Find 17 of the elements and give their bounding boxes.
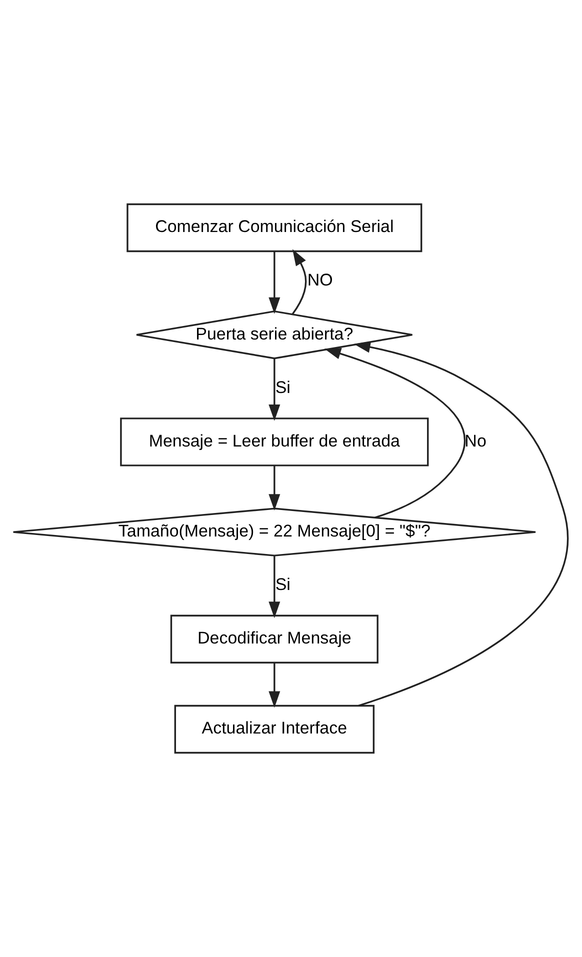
node-box: Mensaje = Leer buffer de entrada — [120, 418, 429, 466]
node-box: Actualizar Interface — [174, 704, 375, 754]
arrow — [354, 341, 568, 706]
arrow — [268, 358, 280, 421]
edge-label: NO — [307, 270, 333, 290]
edge-label: Si — [275, 378, 290, 397]
arrow — [268, 662, 280, 708]
edge-label: Si — [275, 575, 290, 594]
arrow — [268, 252, 280, 314]
node-box: Decodificar Mensaje — [170, 614, 378, 664]
node-box: Comenzar Comunicación Serial — [126, 203, 422, 252]
node-diamond: Tamaño(Mensaje) = 22 Mensaje[0] = "$"? — [12, 508, 536, 556]
arrow — [324, 348, 466, 518]
arrow — [268, 466, 280, 511]
arrow — [292, 249, 307, 315]
edge-label: No — [464, 431, 486, 450]
arrow — [268, 556, 280, 618]
